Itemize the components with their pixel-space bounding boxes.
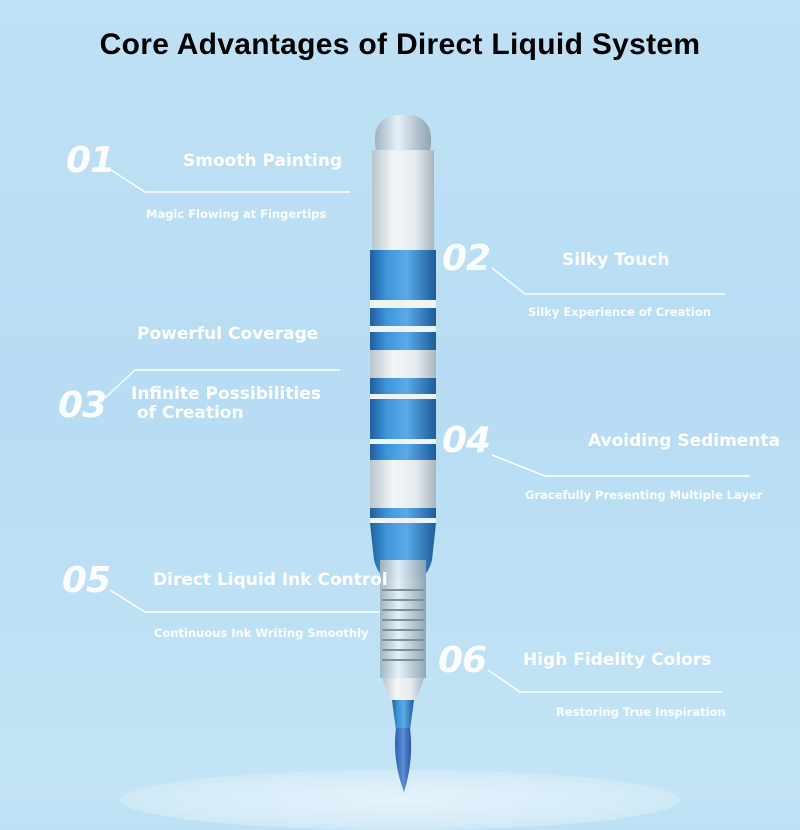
page-title: Core Advantages of Direct Liquid System	[99, 28, 701, 61]
feature-sub-01: Magic Flowing at Fingertips	[146, 207, 327, 221]
feature-sub-06: Restoring True Inspiration	[556, 705, 726, 719]
brush-tip	[395, 728, 412, 792]
feature-number-05: 05	[62, 560, 111, 601]
feature-heading-05: Direct Liquid Ink Control	[153, 570, 388, 590]
feature-heading-06: High Fidelity Colors	[523, 650, 712, 670]
feature-heading-02: Silky Touch	[562, 250, 670, 270]
feature-number-03: 03	[58, 385, 107, 426]
feature-number-04: 04	[442, 420, 491, 461]
feature-heading-03-line2: of Creation	[137, 403, 244, 423]
feature-heading-03-line1: Infinite Possibilities	[131, 384, 321, 404]
feature-number-06: 06	[438, 640, 487, 681]
leader-lines	[0, 0, 800, 800]
feature-sub-02: Silky Experience of Creation	[528, 305, 711, 319]
feature-number-02: 02	[442, 238, 491, 279]
feature-heading-03-top: Powerful Coverage	[137, 324, 319, 344]
feature-number-01: 01	[66, 140, 115, 181]
brush-pen-illustration	[370, 115, 436, 792]
feature-heading-04: Avoiding Sedimenta	[588, 431, 781, 451]
feature-sub-04: Gracefully Presenting Multiple Layer	[525, 488, 763, 502]
feature-sub-05: Continuous Ink Writing Smoothly	[154, 626, 369, 640]
feature-heading-01: Smooth Painting	[183, 151, 343, 171]
